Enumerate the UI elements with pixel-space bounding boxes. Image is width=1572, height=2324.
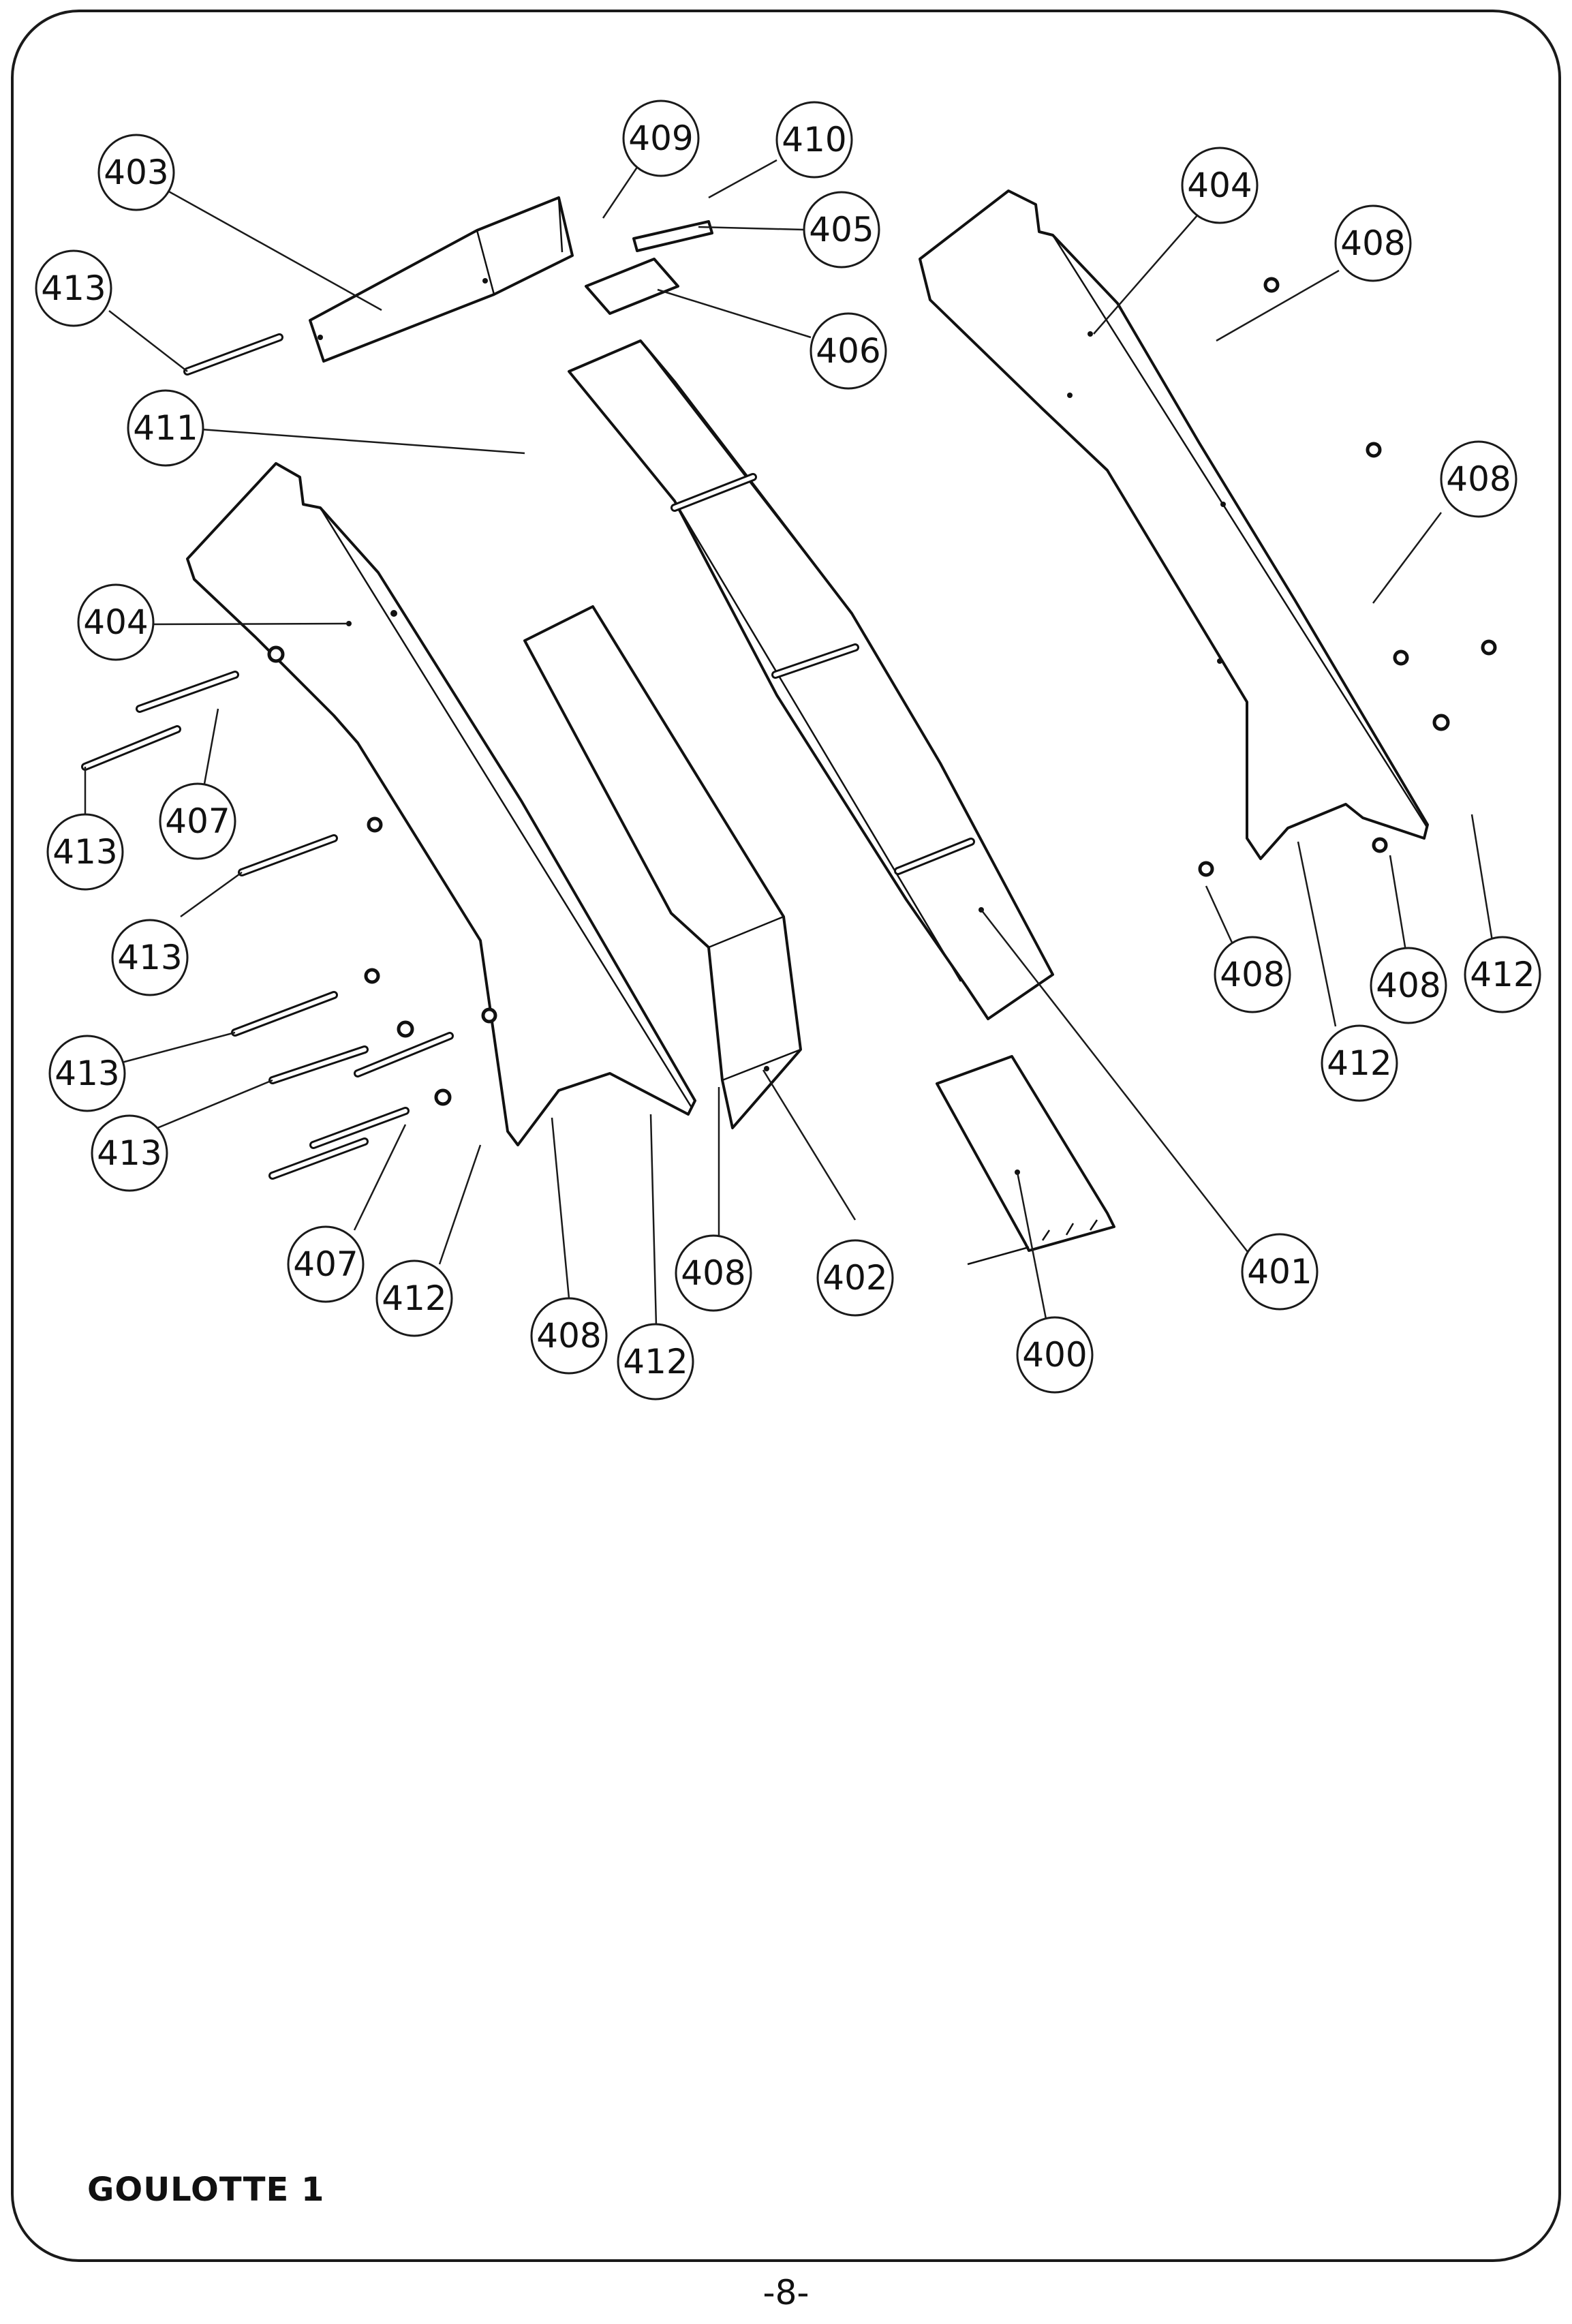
callout-407-a: 407	[159, 782, 236, 860]
callout-412-d: 412	[617, 1323, 694, 1401]
callout-label: 413	[41, 269, 106, 308]
callout-label: 408	[1340, 224, 1405, 263]
callout-413-d: 413	[48, 1035, 126, 1112]
callout-401: 401	[1241, 1233, 1319, 1311]
callout-412-c: 412	[375, 1259, 453, 1337]
callout-408-b: 408	[1440, 440, 1517, 518]
part-401-chute	[568, 339, 1054, 1020]
callout-404-left: 404	[77, 583, 155, 661]
callout-label: 411	[133, 408, 198, 448]
callout-label: 404	[83, 602, 148, 642]
callout-413-b: 413	[46, 813, 124, 891]
callout-label: 408	[1376, 966, 1440, 1005]
callout-label: 413	[52, 832, 117, 872]
callout-411: 411	[127, 389, 204, 467]
part-402-box	[523, 605, 802, 1129]
callout-label: 402	[822, 1258, 887, 1298]
callout-label: 413	[117, 938, 182, 977]
part-404-left-panel	[186, 462, 696, 1146]
callout-label: 403	[104, 153, 168, 192]
callout-403: 403	[97, 134, 175, 211]
callout-408-a: 408	[1334, 204, 1412, 282]
callout-408-e: 408	[675, 1234, 752, 1312]
callout-413-c: 413	[111, 919, 189, 996]
callout-412-b: 412	[1321, 1024, 1398, 1102]
callout-label: 412	[623, 1342, 688, 1381]
callout-407-b: 407	[287, 1225, 365, 1303]
callout-406: 406	[810, 312, 887, 390]
page-border	[11, 10, 1561, 2262]
callout-label: 408	[681, 1253, 745, 1293]
part-413-rods	[81, 333, 454, 1180]
callout-label: 408	[1446, 459, 1511, 499]
callout-label: 408	[536, 1316, 601, 1356]
callout-label: 410	[782, 120, 846, 159]
callout-label: 409	[628, 119, 693, 158]
callout-label: 405	[809, 210, 874, 249]
callout-405: 405	[803, 191, 880, 269]
part-406-plate	[585, 258, 679, 315]
callout-413-e: 413	[91, 1114, 168, 1192]
callout-label: 413	[97, 1133, 161, 1173]
callout-label: 407	[293, 1244, 358, 1284]
callout-413-a: 413	[35, 249, 112, 327]
callout-409: 409	[622, 100, 700, 177]
callout-label: 400	[1022, 1335, 1087, 1375]
callout-label: 408	[1220, 955, 1284, 994]
part-404-right-panel	[919, 189, 1497, 877]
part-403-hood	[309, 196, 574, 363]
page-number: -8-	[762, 2273, 810, 2312]
callout-label: 406	[816, 331, 880, 371]
callout-label: 413	[55, 1054, 119, 1093]
callout-402: 402	[816, 1239, 894, 1317]
callout-label: 407	[165, 801, 230, 841]
leader-lines	[84, 159, 1499, 1326]
diagram-title: GOULOTTE 1	[87, 2171, 325, 2209]
callout-408-f: 408	[530, 1297, 608, 1375]
callout-label: 401	[1247, 1252, 1312, 1291]
callout-404-right: 404	[1181, 147, 1259, 224]
callout-410: 410	[775, 101, 853, 179]
callout-label: 412	[1327, 1043, 1391, 1083]
callout-408-d: 408	[1370, 947, 1447, 1024]
callout-408-c: 408	[1214, 936, 1291, 1013]
part-405-strip	[632, 220, 713, 252]
callout-label: 412	[382, 1279, 446, 1318]
callout-400: 400	[1016, 1316, 1094, 1394]
callout-label: 412	[1470, 955, 1535, 994]
callout-label: 404	[1187, 166, 1252, 205]
callout-412-a: 412	[1464, 936, 1541, 1013]
part-400-plate	[936, 1055, 1115, 1266]
